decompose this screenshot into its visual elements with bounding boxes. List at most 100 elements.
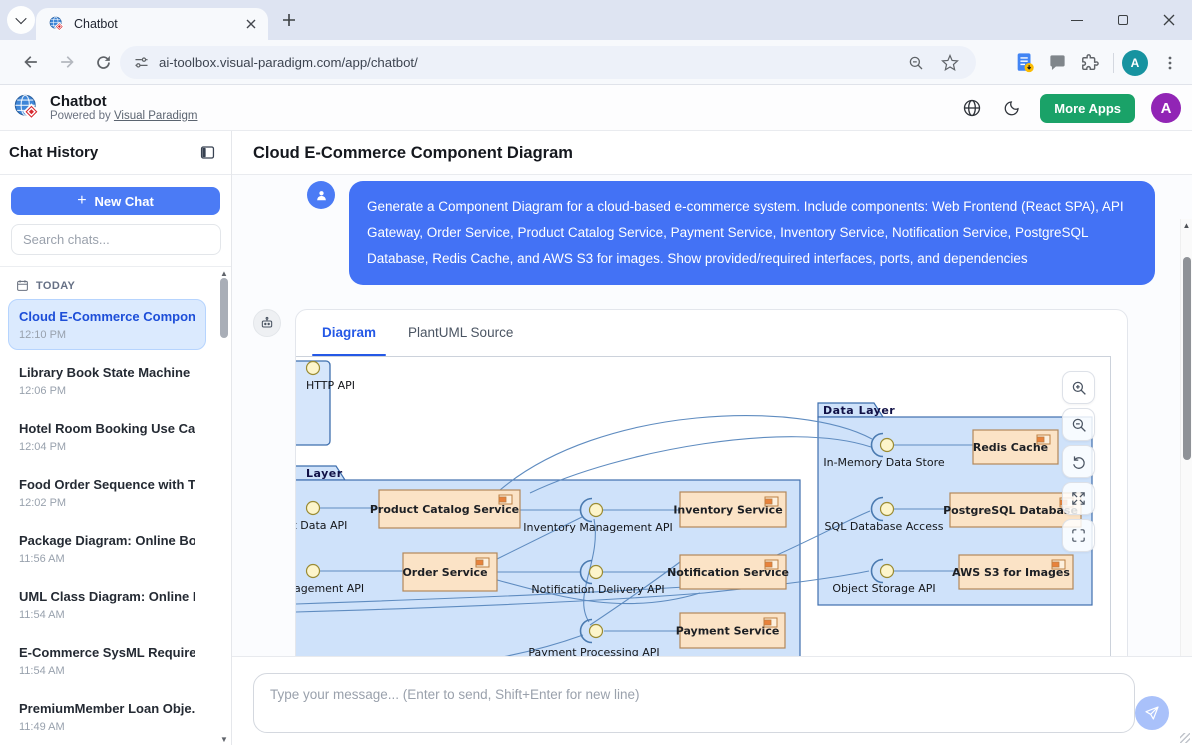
interface-port[interactable] [305,563,321,579]
url-bar[interactable]: ai-toolbox.visual-paradigm.com/app/chatb… [120,46,976,79]
globe-icon [964,99,981,117]
user-message-row: Generate a Component Diagram for a cloud… [232,175,1192,285]
main-panel: Cloud E-Commerce Component Diagram Gener… [232,131,1192,745]
interface-port[interactable] [588,502,604,518]
connector-edge [296,592,705,613]
chat-history-item[interactable]: UML Class Diagram: Online L... 11:54 AM [8,579,206,630]
component-icon [763,619,772,626]
component-label: Redis Cache [973,441,1048,454]
browser-menu-button[interactable] [1154,47,1186,79]
puzzle-icon [1081,54,1099,71]
tab-plantuml-source[interactable]: PlantUML Source [408,325,514,340]
chat-item-time: 11:54 AM [19,609,65,621]
required-interface-socket [579,497,593,523]
user-avatar[interactable]: A [1151,93,1181,123]
expand-button[interactable] [1062,482,1095,515]
sidebar-scroll-thumb[interactable] [220,278,228,338]
bookmark-button[interactable] [936,49,964,77]
more-apps-button[interactable]: More Apps [1040,93,1135,123]
browser-profile-avatar[interactable]: A [1122,49,1148,76]
chat-history-item[interactable]: Food Order Sequence with Ti... 12:02 PM [8,467,206,518]
tab-close-button[interactable] [242,15,260,33]
chat-item-time: 11:56 AM [19,553,65,565]
reload-icon [96,55,110,69]
interface-port[interactable] [588,623,604,639]
collapse-sidebar-button[interactable] [196,142,218,164]
component-label: Notification Service [667,566,789,579]
interface-port[interactable] [879,501,895,517]
dark-mode-button[interactable] [1000,96,1024,120]
magnifier-minus-icon [909,56,923,69]
scroll-up-icon[interactable]: ▲ [1182,221,1191,230]
interface-label: Product Data API [296,519,347,532]
chat-item-time: 12:02 PM [19,497,67,509]
reset-view-button[interactable] [1062,445,1095,478]
interface-label: HTTP API [306,379,355,392]
interface-port[interactable] [305,360,321,376]
browser-tab[interactable]: Chatbot [36,8,268,40]
comments-button[interactable] [1041,47,1073,79]
interface-port[interactable] [879,563,895,579]
interface-label: Object Storage API [832,582,935,595]
toolbar-divider [1113,52,1114,73]
language-button[interactable] [960,96,984,120]
interface-label: Inventory Management API [523,521,672,534]
scroll-down-icon[interactable]: ▼ [220,735,228,744]
maximize-button[interactable] [1100,0,1146,40]
extensions-button[interactable] [1073,47,1105,79]
resize-grip[interactable] [1180,733,1190,743]
interface-port[interactable] [305,500,321,516]
sidebar-title: Chat History [9,144,99,161]
new-chat-button[interactable]: +New Chat [11,187,220,215]
component-icon [475,559,484,566]
minimize-button[interactable] [1054,0,1100,40]
main-scroll-thumb[interactable] [1183,257,1191,460]
chat-history-item[interactable]: Library Book State Machine 12:06 PM [8,355,206,406]
reload-button[interactable] [86,45,120,79]
chat-item-title: Package Diagram: Online Bo... [19,533,195,548]
message-input[interactable] [253,673,1135,733]
scroll-up-icon[interactable]: ▲ [220,269,228,278]
component-node[interactable] [378,489,521,529]
star-icon [941,53,959,71]
new-tab-button[interactable] [278,9,300,31]
zoom-out-button[interactable] [1062,408,1095,441]
docs-offline-button[interactable] [1009,47,1041,79]
sidebar: Chat History +New Chat TODAY Cloud E-Com… [0,131,232,745]
send-button[interactable] [1135,696,1169,730]
chat-history-item[interactable]: PremiumMember Loan Obje... 11:49 AM [8,691,206,742]
interface-port[interactable] [588,564,604,580]
tab-search-button[interactable] [7,6,35,34]
chat-history-item[interactable]: Hotel Room Booking Use Case 12:04 PM [8,411,206,462]
chat-history-item[interactable]: Package Diagram: Online Bo... 11:56 AM [8,523,206,574]
sidebar-scrollbar[interactable]: ▲ ▼ [218,268,230,745]
chat-history-item[interactable]: E-Commerce SysML Require... 11:54 AM [8,635,206,686]
main-scrollbar[interactable]: ▲ ▼ [1180,219,1192,656]
component-node[interactable] [949,492,1082,528]
window-close-button[interactable] [1146,0,1192,40]
connector-edge [496,516,583,560]
connector-edge [296,585,701,605]
zoom-out-page-button[interactable] [902,49,930,77]
sidebar-header: Chat History [0,131,231,175]
site-settings-icon[interactable] [133,54,150,71]
interface-port[interactable] [879,437,895,453]
component-icon [764,561,773,568]
tab-diagram[interactable]: Diagram [312,310,387,356]
fullscreen-button[interactable] [1062,519,1095,552]
user-message-avatar [307,181,335,209]
message-input-bar [232,656,1192,745]
zoom-in-button[interactable] [1062,371,1095,404]
connector-edge [499,415,873,491]
back-button[interactable] [14,45,48,79]
required-interface-socket [870,432,884,458]
component-label: AWS S3 for Images [952,566,1070,579]
robot-icon [261,316,273,328]
chat-history-item[interactable]: Cloud E-Commerce Compon... 12:10 PM [8,299,206,350]
search-input[interactable] [11,224,221,255]
forward-button[interactable] [50,45,84,79]
visual-paradigm-link[interactable]: Visual Paradigm [113,110,198,122]
component-label: Order Service [402,566,487,579]
required-interface-socket [870,496,884,522]
